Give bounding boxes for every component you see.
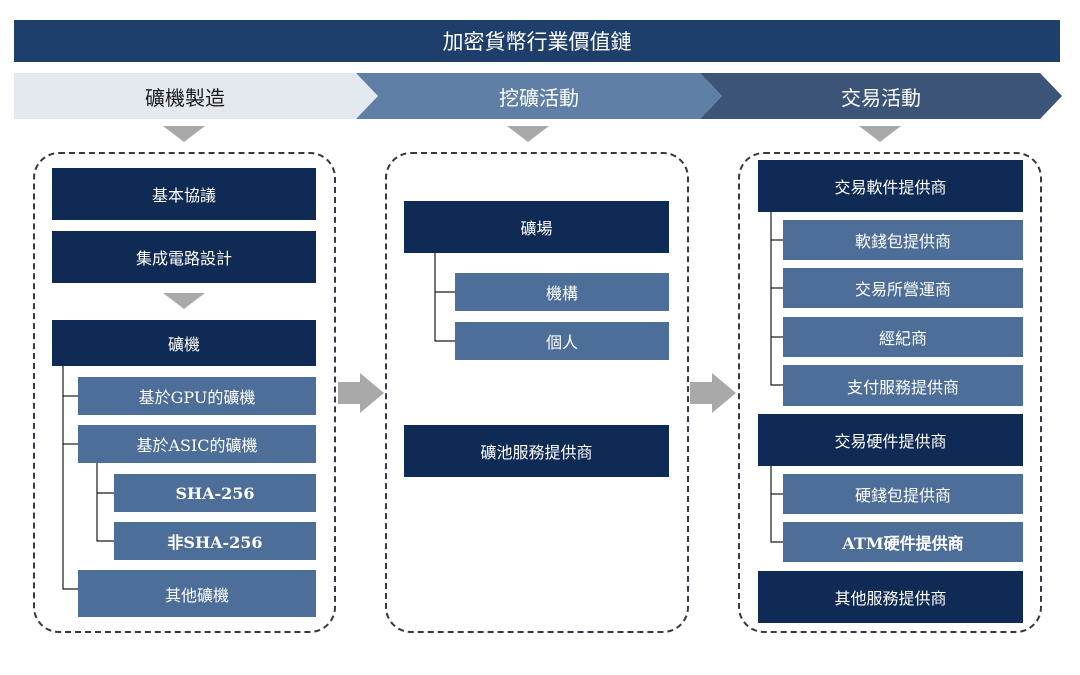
down-arrow-4 bbox=[163, 293, 205, 309]
stage-chevron-2 bbox=[356, 73, 722, 119]
box-mining-machine: 礦機 bbox=[52, 320, 316, 366]
box-sha256: SHA-256 bbox=[114, 474, 316, 512]
stage-chevron-1 bbox=[14, 73, 378, 119]
page-title: 加密貨幣行業價值鏈 bbox=[14, 20, 1060, 62]
box-payment: 支付服務提供商 bbox=[783, 365, 1023, 406]
stage-label-mining-activity: 挖礦活動 bbox=[499, 85, 579, 110]
box-exchange: 交易所營運商 bbox=[783, 268, 1023, 308]
box-gpu-miner: 基於GPU的礦機 bbox=[78, 377, 316, 415]
group-mining-activity bbox=[385, 152, 689, 633]
box-mining-farm: 礦場 bbox=[404, 201, 669, 253]
stage-label-mining-equipment: 礦機製造 bbox=[145, 85, 225, 110]
box-atm-hardware: ATM硬件提供商 bbox=[783, 522, 1023, 562]
group-trading bbox=[738, 152, 1042, 633]
down-arrow-1 bbox=[163, 126, 205, 142]
stage-label-trading: 交易活動 bbox=[841, 85, 921, 110]
box-non-sha256: 非SHA-256 bbox=[114, 522, 316, 560]
box-individual: 個人 bbox=[455, 322, 669, 360]
box-mining-pool: 礦池服務提供商 bbox=[404, 425, 669, 477]
box-ic-design: 集成電路設計 bbox=[52, 231, 316, 283]
box-trading-hardware: 交易硬件提供商 bbox=[758, 414, 1023, 466]
right-arrow-1 bbox=[338, 373, 384, 413]
box-basic-protocol: 基本協議 bbox=[52, 168, 316, 220]
group-mining-equipment bbox=[33, 152, 336, 633]
box-broker: 經紀商 bbox=[783, 317, 1023, 357]
box-software-wallet: 軟錢包提供商 bbox=[783, 220, 1023, 260]
box-trading-software: 交易軟件提供商 bbox=[758, 160, 1023, 212]
stage-chevron-3 bbox=[700, 73, 1062, 119]
box-hardware-wallet: 硬錢包提供商 bbox=[783, 474, 1023, 514]
box-asic-miner: 基於ASIC的礦機 bbox=[78, 425, 316, 463]
box-other-miners: 其他礦機 bbox=[78, 570, 316, 617]
box-other-services: 其他服務提供商 bbox=[758, 571, 1023, 623]
down-arrow-2 bbox=[507, 126, 549, 142]
down-arrow-3 bbox=[859, 126, 901, 142]
box-institution: 機構 bbox=[455, 273, 669, 311]
right-arrow-2 bbox=[690, 373, 736, 413]
